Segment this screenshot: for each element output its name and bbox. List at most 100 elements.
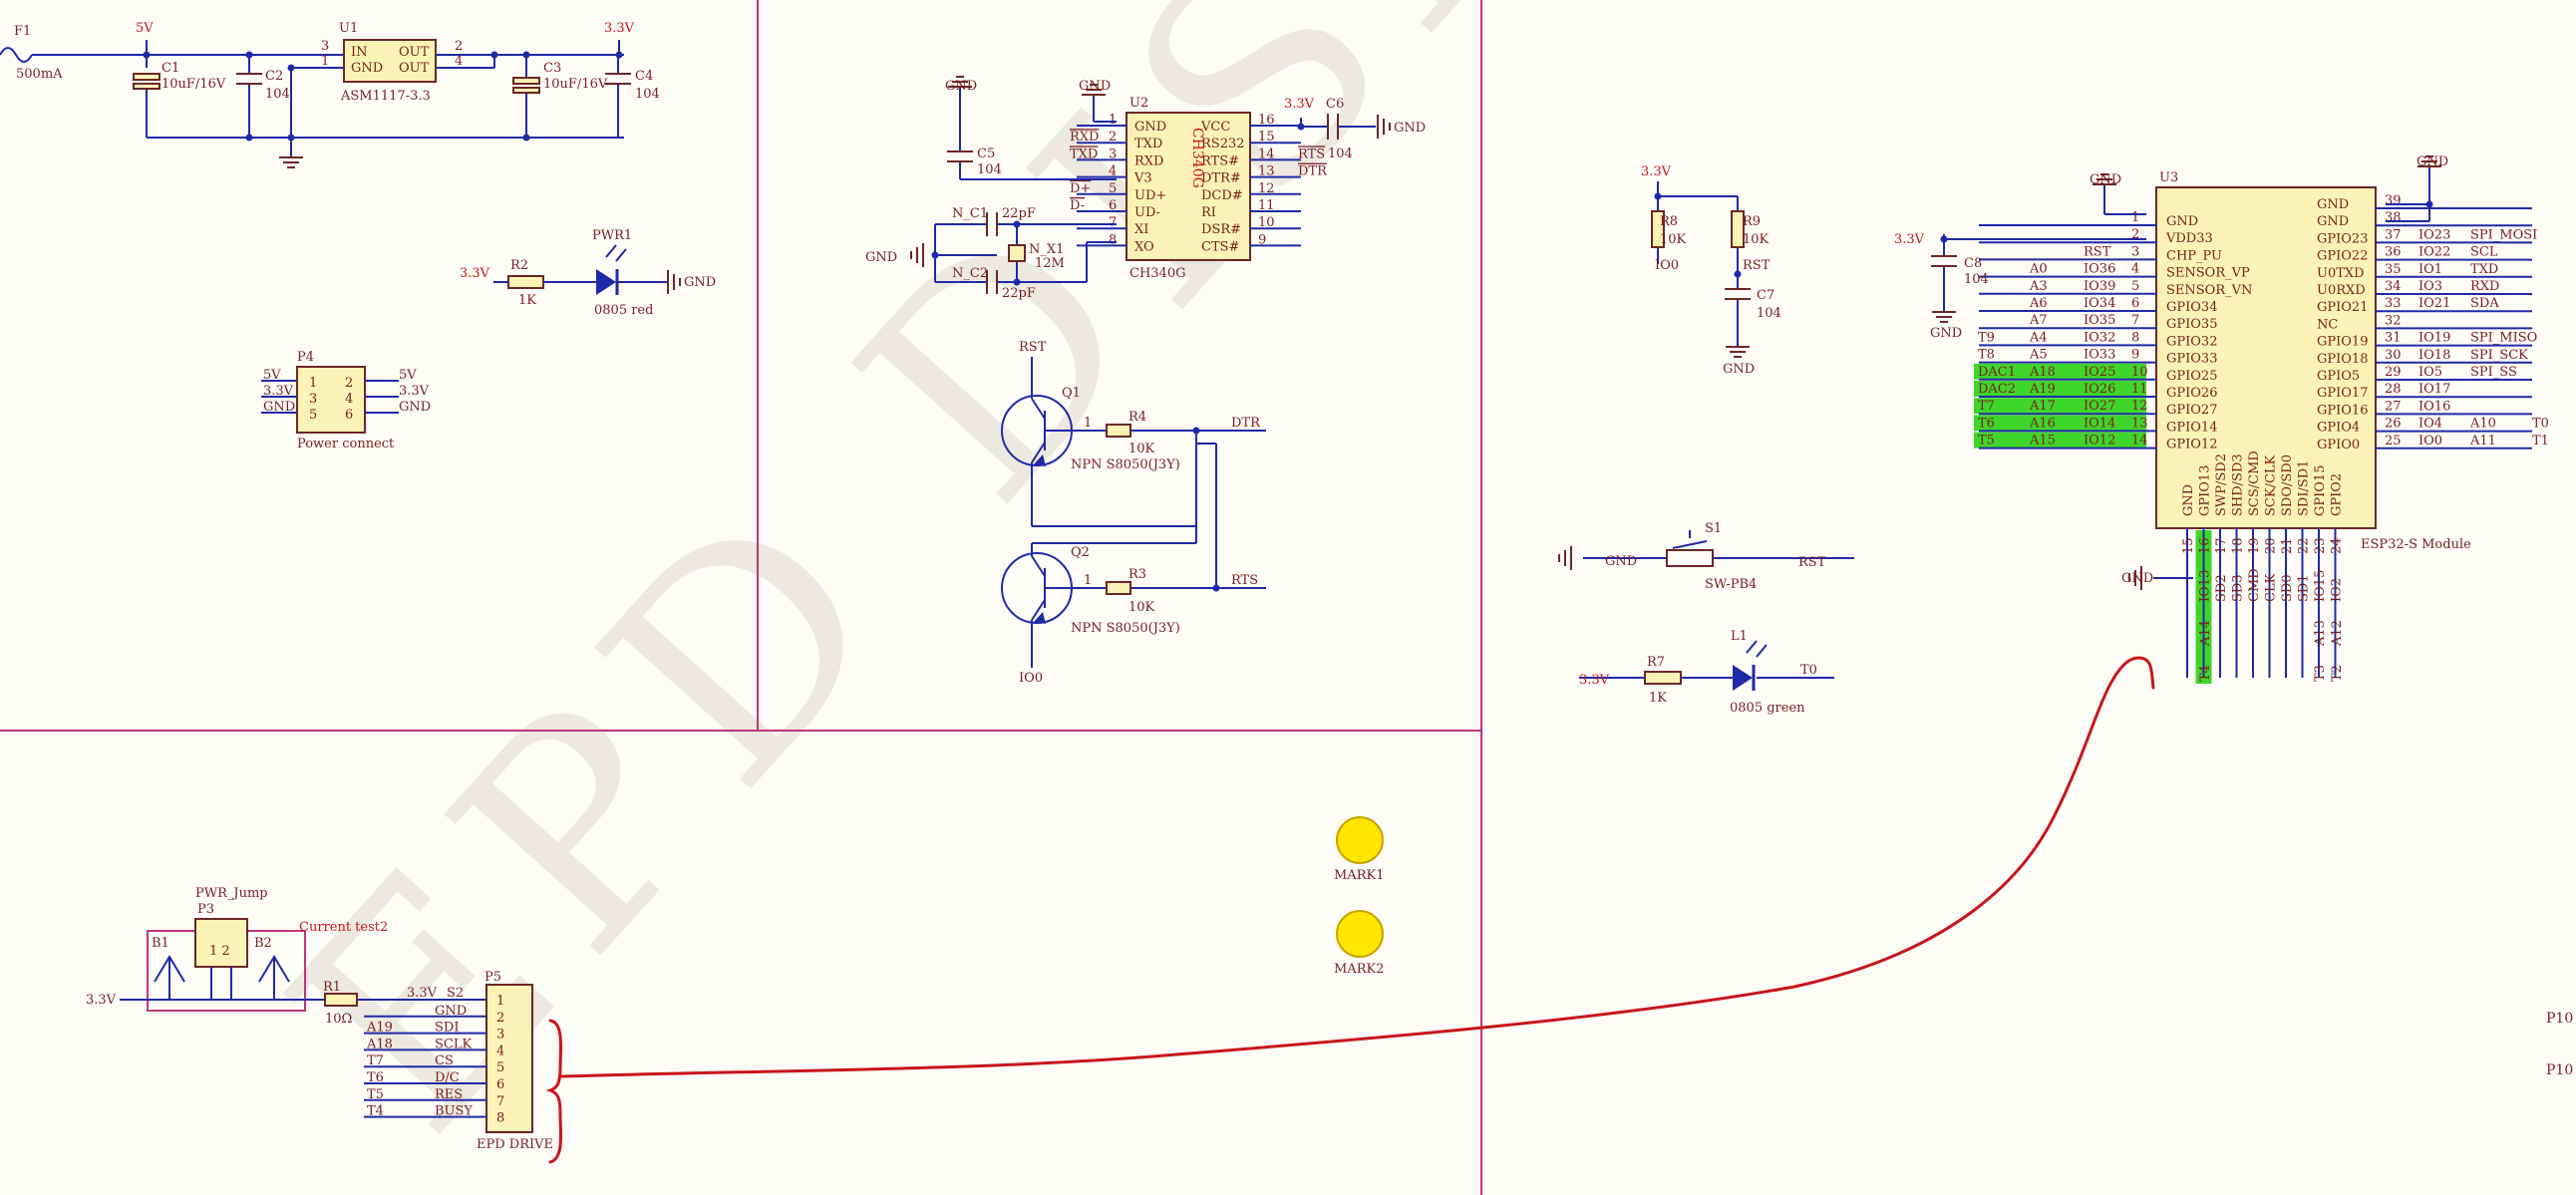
u3-gnd-left: GND xyxy=(2090,172,2121,187)
u2-pin-num: 5 xyxy=(1109,181,1117,196)
s1-switch[interactable] xyxy=(1666,549,1714,567)
esp-pin-name: SCS/CMD xyxy=(2247,450,2262,516)
l1-t0: T0 xyxy=(1800,663,1817,678)
u2-pin-num: 13 xyxy=(1258,164,1275,179)
q1-r4: R4 xyxy=(1128,410,1146,425)
esp-pin-num: 30 xyxy=(2385,348,2402,363)
esp-net2: RXD xyxy=(2470,279,2499,294)
u1-out1: OUT xyxy=(399,45,430,60)
esp-pin-name: GPIO23 xyxy=(2317,231,2368,246)
esp-pin-num: 29 xyxy=(2385,365,2402,380)
p4-connector[interactable] xyxy=(296,366,366,434)
esp-pin-num: 23 xyxy=(2313,537,2328,554)
u2-net-label: DTR xyxy=(1298,164,1328,179)
r8-body[interactable] xyxy=(1651,210,1665,248)
c7-gnd: GND xyxy=(1723,362,1755,377)
nc1-label: N_C1 xyxy=(952,206,988,221)
r9-body[interactable] xyxy=(1731,210,1745,248)
esp-net2: A6 xyxy=(2029,296,2048,311)
esp-pin-num: 14 xyxy=(2131,434,2148,448)
nx1-crystal[interactable] xyxy=(1008,244,1026,262)
esp-extra-net: A14 xyxy=(2198,620,2213,647)
esp-extra-net: T4 xyxy=(2198,665,2213,682)
esp-net: CMD xyxy=(2247,568,2262,602)
esp-pin-name: CHP_PU xyxy=(2166,248,2222,263)
u2-pin-num: 4 xyxy=(1109,164,1117,179)
esp-pin-num: 31 xyxy=(2385,331,2402,346)
esp-pin-name: GPIO14 xyxy=(2166,420,2217,435)
esp-net: IO3 xyxy=(2418,279,2442,294)
esp-net3: T1 xyxy=(2532,434,2549,448)
net-5v: 5V xyxy=(136,21,154,36)
s1-label: S1 xyxy=(1705,521,1722,536)
u3-body[interactable] xyxy=(2155,186,2377,529)
esp-net: IO2 xyxy=(2330,578,2345,602)
s1-rst: RST xyxy=(1798,555,1826,570)
r2-body[interactable] xyxy=(507,275,544,289)
esp-net2: A15 xyxy=(2029,434,2056,448)
q1-value: NPN S8050(J3Y) xyxy=(1071,457,1180,472)
epd-pin-num: 8 xyxy=(496,1111,504,1126)
esp-net1: DAC1 xyxy=(1978,365,2016,380)
pwr1-value: 0805 red xyxy=(594,303,653,318)
s2-label: S2 xyxy=(447,986,464,1001)
epd-pin-signal: SCLK xyxy=(435,1037,472,1051)
epd-pin-signal: SDI xyxy=(435,1021,459,1036)
u1-pin-4: 4 xyxy=(455,54,463,69)
esp-pin-name: GPIO4 xyxy=(2317,421,2360,436)
u2-pin-name: XI xyxy=(1134,222,1148,237)
r4-body[interactable] xyxy=(1106,424,1131,438)
esp-net: IO13 xyxy=(2198,570,2213,602)
esp-pin-name: VDD33 xyxy=(2165,231,2213,246)
u2-pin-name: UD- xyxy=(1134,205,1160,220)
q2-value: NPN S8050(J3Y) xyxy=(1071,621,1180,636)
esp-pin-num: 4 xyxy=(2131,262,2139,277)
p3-connector[interactable] xyxy=(194,918,248,968)
esp-pin-name: SWP/SD2 xyxy=(2214,453,2229,516)
esp-bottom-pins: GND15GPIO1316IO13SWP/SD217SD2SHD/SD318SD… xyxy=(2181,450,2345,684)
esp-net2: A4 xyxy=(2029,330,2048,345)
p5-connector[interactable] xyxy=(485,984,533,1133)
u2-net-label: RXD xyxy=(1070,130,1099,145)
epd-pins: 12GND3SDIA194SCLKA185CST76D/CT67REST58BU… xyxy=(364,994,504,1126)
p4-right-3: GND xyxy=(399,400,431,415)
epd-pin-net: T6 xyxy=(367,1070,384,1085)
esp-pin-num: 25 xyxy=(2385,434,2402,448)
u1-pin-1: 1 xyxy=(321,54,329,69)
p4-label: P4 xyxy=(297,350,314,365)
esp-pin-name: GPIO0 xyxy=(2317,438,2360,452)
u1-body[interactable] xyxy=(343,39,437,83)
c5-label: C5 xyxy=(977,147,995,161)
esp-pin-num: 28 xyxy=(2385,382,2402,397)
r1-label: R1 xyxy=(323,980,341,995)
r3-body[interactable] xyxy=(1106,581,1131,595)
esp-pin-name: GND xyxy=(2317,197,2349,212)
l1-led-icon[interactable] xyxy=(1733,665,1753,691)
q2-r3-val: 10K xyxy=(1128,600,1155,615)
u2-net-label: TXD xyxy=(1070,147,1098,161)
u2-label: U2 xyxy=(1129,96,1148,111)
r2-value: 1K xyxy=(518,293,536,308)
esp-pin-num: 2 xyxy=(2131,227,2139,242)
u2-pin-name: DTR# xyxy=(1201,171,1241,186)
r1-body[interactable] xyxy=(324,993,358,1007)
u2-body[interactable] xyxy=(1126,112,1251,261)
r7-body[interactable] xyxy=(1644,671,1682,685)
pwr-jump-label: PWR_Jump xyxy=(195,886,268,901)
c6-label: C6 xyxy=(1326,97,1344,112)
esp-net3: IO35 xyxy=(2084,313,2115,328)
esp-pin-num: 38 xyxy=(2385,210,2402,225)
c7-label: C7 xyxy=(1757,288,1774,303)
esp-pin-name: GPIO2 xyxy=(2330,473,2345,516)
esp-pin-name: GPIO27 xyxy=(2166,403,2217,418)
epd-pin-net: T4 xyxy=(367,1104,384,1119)
u2-pin-num: 3 xyxy=(1109,147,1117,161)
u2-pin-name: GND xyxy=(1134,120,1166,135)
esp-pin-name: GPIO35 xyxy=(2166,317,2217,332)
pwr1-led-icon[interactable] xyxy=(596,269,616,295)
esp-net2: A18 xyxy=(2029,365,2056,380)
